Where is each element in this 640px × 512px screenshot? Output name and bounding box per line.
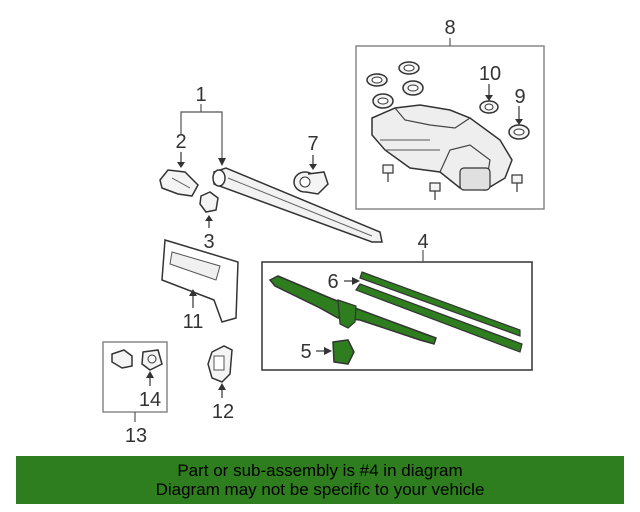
callout-9: 9 [514,86,525,108]
part-12-clip [207,345,233,398]
callout-6: 6 [327,271,338,293]
callout-3: 3 [203,231,214,253]
part-2-arm-cap [159,152,199,197]
part-7-grommet [293,155,329,195]
part-11-garnish [161,239,239,323]
banner-line-2: Diagram may not be specific to your vehi… [155,480,485,499]
callout-5: 5 [300,341,311,363]
callout-8: 8 [444,17,455,39]
callout-12: 12 [212,401,234,423]
part-1-wiper-arm [180,104,383,243]
callout-11: 11 [183,311,204,333]
callout-10: 10 [479,63,501,85]
callout-4: 4 [417,231,428,253]
banner-line-1: Part or sub-assembly is #4 in diagram [177,461,463,480]
part-4-wiper-blade-box [261,250,533,371]
info-banner: Part or sub-assembly is #4 in diagram Di… [16,456,624,504]
callout-2: 2 [175,131,186,153]
callout-7: 7 [307,133,318,155]
callout-1: 1 [195,84,206,106]
part-3-nut [199,191,219,228]
callout-13: 13 [125,425,147,447]
part-13-box [102,341,168,422]
part-8-motor-box [355,38,545,210]
callout-14: 14 [139,389,161,411]
